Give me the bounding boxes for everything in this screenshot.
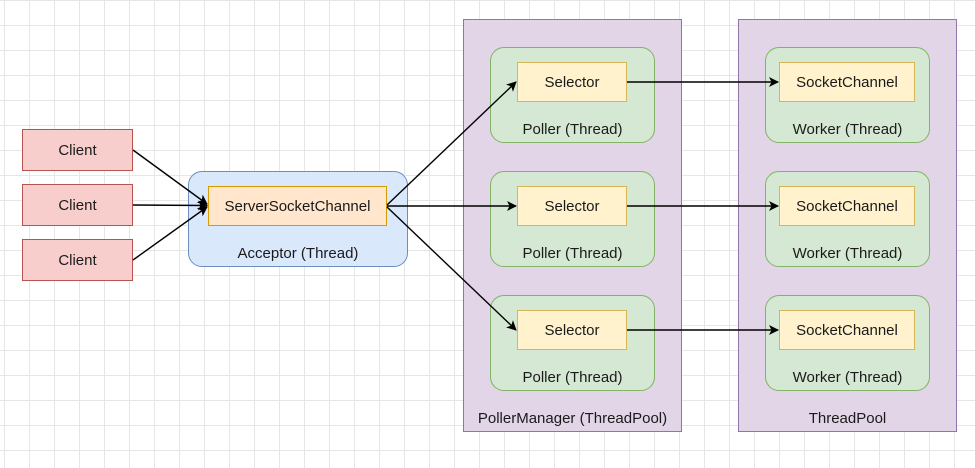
client-2: Client <box>22 184 133 226</box>
selector-3: Selector <box>517 310 627 350</box>
server-socket-channel: ServerSocketChannel <box>208 186 387 226</box>
edge-client1-to-server <box>132 149 208 205</box>
worker-label-3: Worker (Thread) <box>792 369 903 386</box>
edge-server-to-selector3 <box>386 206 517 331</box>
acceptor-label: Acceptor (Thread) <box>237 245 359 262</box>
thread-pool-label: ThreadPool <box>808 410 887 427</box>
poller-label-3: Poller (Thread) <box>522 369 623 386</box>
selector-2: Selector <box>517 186 627 226</box>
selector-1: Selector <box>517 62 627 102</box>
worker-label-2: Worker (Thread) <box>792 245 903 262</box>
socket-channel-3: SocketChannel <box>779 310 915 350</box>
edge-client3-to-server <box>132 206 208 261</box>
poller-label-1: Poller (Thread) <box>522 121 623 138</box>
edge-client2-to-server <box>132 200 208 211</box>
client-3: Client <box>22 239 133 281</box>
client-1: Client <box>22 129 133 171</box>
socket-channel-1: SocketChannel <box>779 62 915 102</box>
poller-label-2: Poller (Thread) <box>522 245 623 262</box>
poller-manager-label: PollerManager (ThreadPool) <box>477 410 668 427</box>
socket-channel-2: SocketChannel <box>779 186 915 226</box>
edge-server-to-selector1 <box>386 81 517 206</box>
worker-label-1: Worker (Thread) <box>792 121 903 138</box>
